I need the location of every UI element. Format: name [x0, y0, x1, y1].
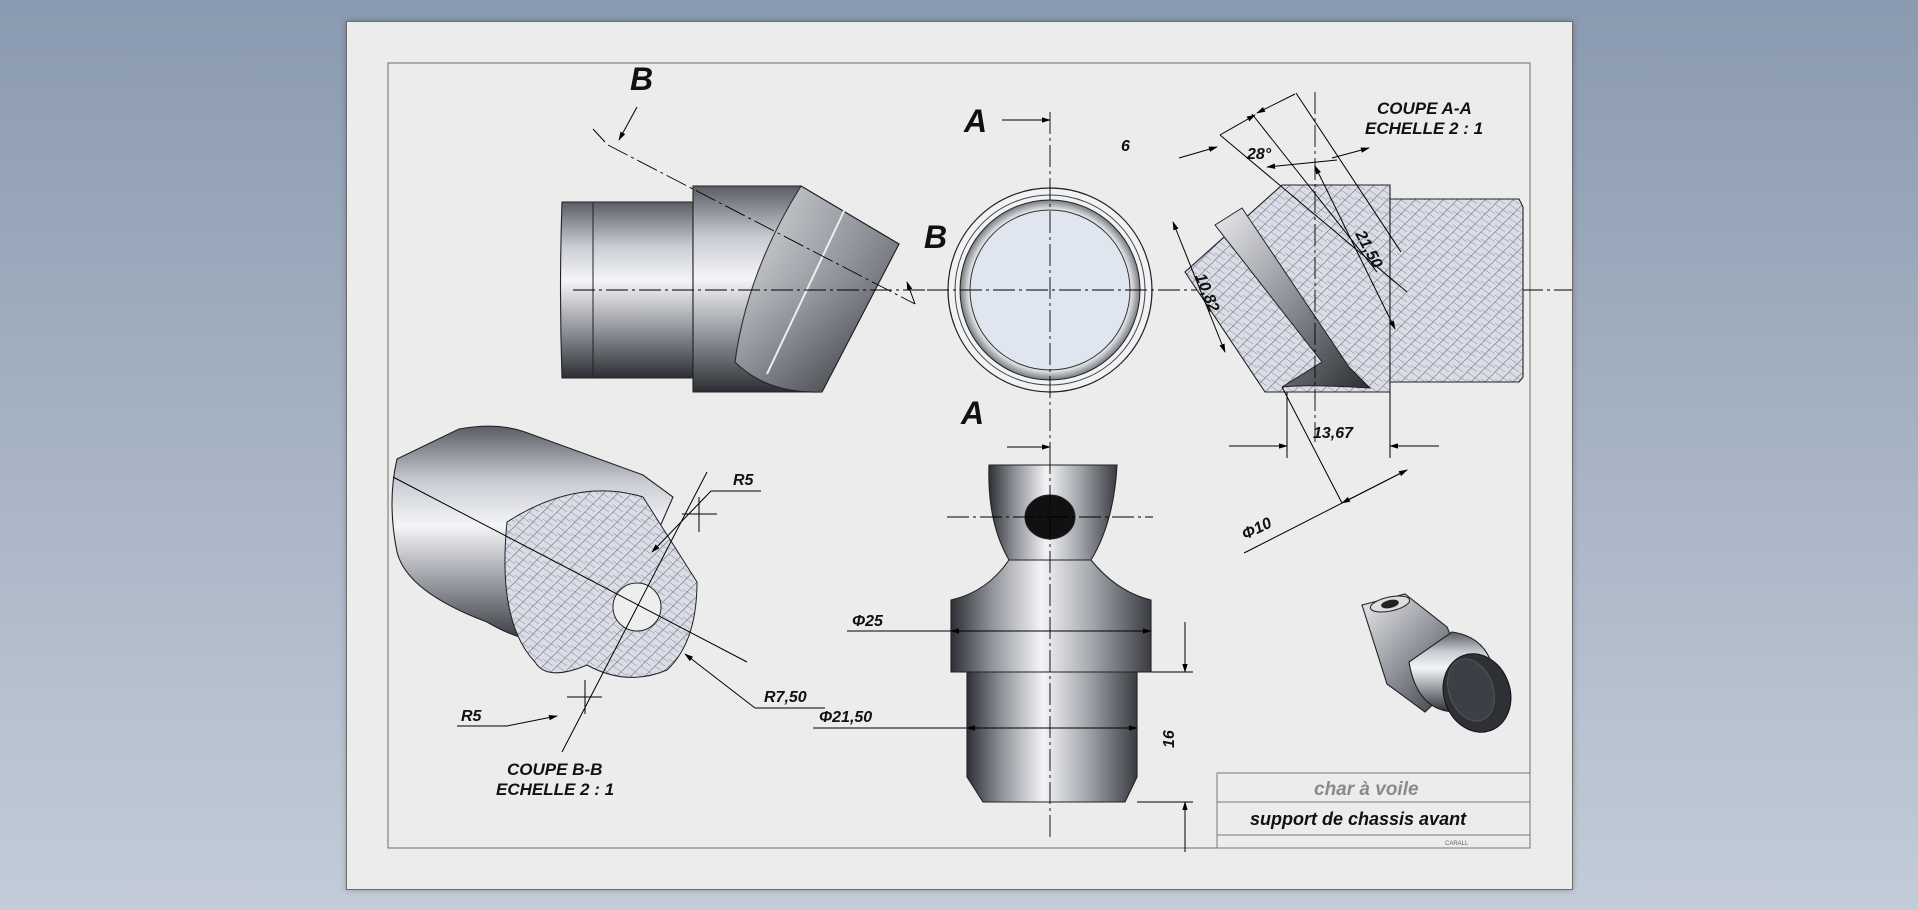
section-mark-b-top: B [630, 61, 653, 97]
title-block [1216, 772, 1531, 849]
section-aa-view [1172, 92, 1524, 554]
title-block-project: char à voile [1314, 779, 1419, 800]
front-view [927, 112, 1572, 452]
side-view [559, 106, 947, 393]
title-block-author: CARALL [1445, 841, 1469, 847]
drawing-sheet: B B A A COUPE A-A EC [346, 21, 1573, 890]
inner-frame [387, 62, 1531, 849]
dim-r5-top: R5 [733, 472, 755, 489]
dim-16: 16 [1161, 730, 1178, 748]
section-aa-title: COUPE A-A [1377, 99, 1472, 118]
section-bb-view [391, 425, 825, 753]
section-bb-title: COUPE B-B [507, 760, 602, 779]
dim-13-67: 13,67 [1313, 425, 1354, 442]
dim-r7-50: R7,50 [764, 689, 807, 706]
section-bb-scale: ECHELLE 2 : 1 [496, 780, 614, 799]
section-mark-b-right: B [924, 219, 947, 255]
section-aa-scale: ECHELLE 2 : 1 [1365, 119, 1483, 138]
dim-6: 6 [1121, 138, 1130, 155]
dim-r5-bottom: R5 [461, 708, 483, 725]
section-mark-a-bottom: A [960, 395, 984, 431]
dim-phi10: Φ10 [1239, 515, 1274, 544]
section-mark-a-top: A [963, 103, 987, 139]
bottom-view [813, 452, 1193, 852]
technical-drawing: B B A A COUPE A-A EC [387, 61, 1572, 852]
dim-28deg: 28° [1246, 146, 1272, 163]
isometric-view [1361, 593, 1512, 733]
dim-phi25: Φ25 [852, 613, 884, 630]
dim-phi21-50: Φ21,50 [819, 709, 872, 726]
title-block-part-name: support de chassis avant [1250, 809, 1467, 829]
